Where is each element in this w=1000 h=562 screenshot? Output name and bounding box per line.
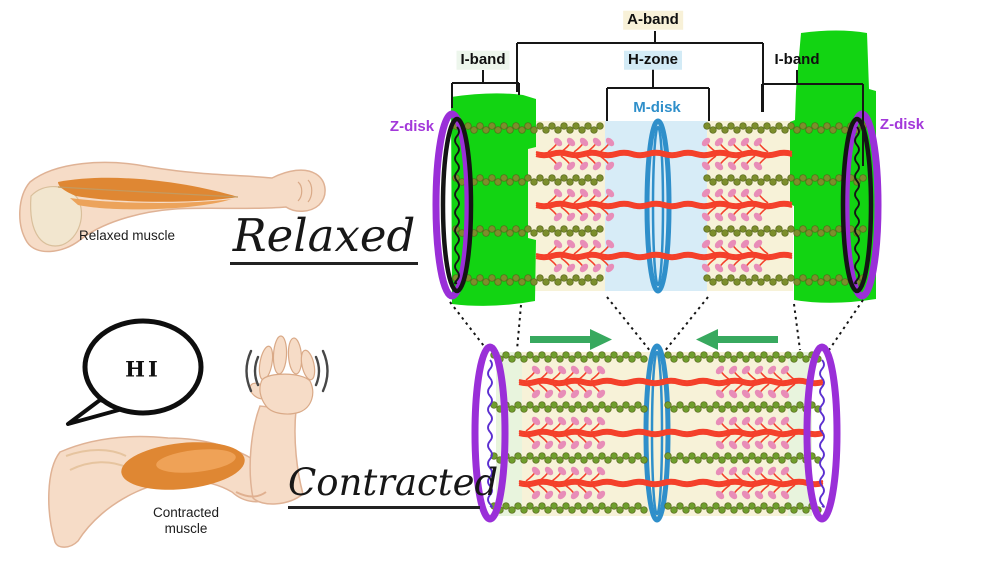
relaxed-muscle-lower bbox=[70, 198, 232, 210]
palm bbox=[259, 373, 314, 415]
i-band-right-label: I-band bbox=[774, 50, 820, 68]
finger-icon bbox=[272, 335, 288, 375]
band-brackets bbox=[451, 31, 864, 166]
a-band-label: A-band bbox=[623, 10, 683, 30]
connector-line bbox=[793, 303, 801, 351]
z-disk-right-label: Z-disk bbox=[879, 115, 925, 133]
sarcomere-relaxed-diagram bbox=[432, 30, 882, 306]
finger-icon bbox=[300, 349, 316, 381]
m-disk-label: M-disk bbox=[633, 98, 681, 116]
contraction-arrows bbox=[530, 329, 778, 350]
contracted-bicep-highlight bbox=[156, 449, 236, 473]
connector-line bbox=[606, 296, 652, 353]
i-band-left-label: I-band bbox=[456, 50, 510, 70]
sarcomere-contracted-diagram bbox=[471, 343, 841, 523]
relaxed-shoulder-bone bbox=[30, 186, 83, 247]
arrow-left-icon bbox=[696, 329, 778, 350]
finger-icon bbox=[287, 337, 303, 375]
speech-bubble bbox=[66, 318, 204, 426]
connector-line bbox=[449, 301, 488, 351]
contracted-muscle-caption: Contracted muscle bbox=[152, 505, 220, 536]
zoom-connector-lines bbox=[449, 296, 864, 353]
relaxed-arm-illustration bbox=[19, 161, 326, 253]
relaxed-handwritten-label: Relaxed bbox=[230, 209, 418, 265]
contracted-arm-illustration bbox=[48, 405, 304, 548]
contracted-elbow-shade bbox=[235, 491, 267, 498]
contracted-handwritten-label: Contracted bbox=[288, 460, 498, 509]
h-zone-label: H-zone bbox=[624, 50, 682, 70]
wave-motion-arcs-left bbox=[245, 349, 260, 393]
connector-line bbox=[663, 296, 709, 353]
wave-motion-arcs-right bbox=[314, 349, 329, 393]
speech-bubble-text: HI bbox=[125, 356, 161, 382]
relaxed-tendon-line bbox=[57, 186, 239, 198]
relaxed-hand-knuckle-lines bbox=[297, 179, 313, 203]
relaxed-muscle-caption: Relaxed muscle bbox=[78, 228, 176, 244]
arrow-right-icon bbox=[530, 329, 612, 350]
contracted-forearm-skin bbox=[249, 405, 304, 505]
speech-bubble-body bbox=[82, 318, 204, 416]
waving-hand-illustration bbox=[245, 335, 329, 415]
connector-line bbox=[828, 299, 864, 351]
connector-line bbox=[516, 304, 522, 351]
z-disk-left-label: Z-disk bbox=[389, 117, 435, 135]
relaxed-muscle-upper bbox=[58, 177, 238, 202]
